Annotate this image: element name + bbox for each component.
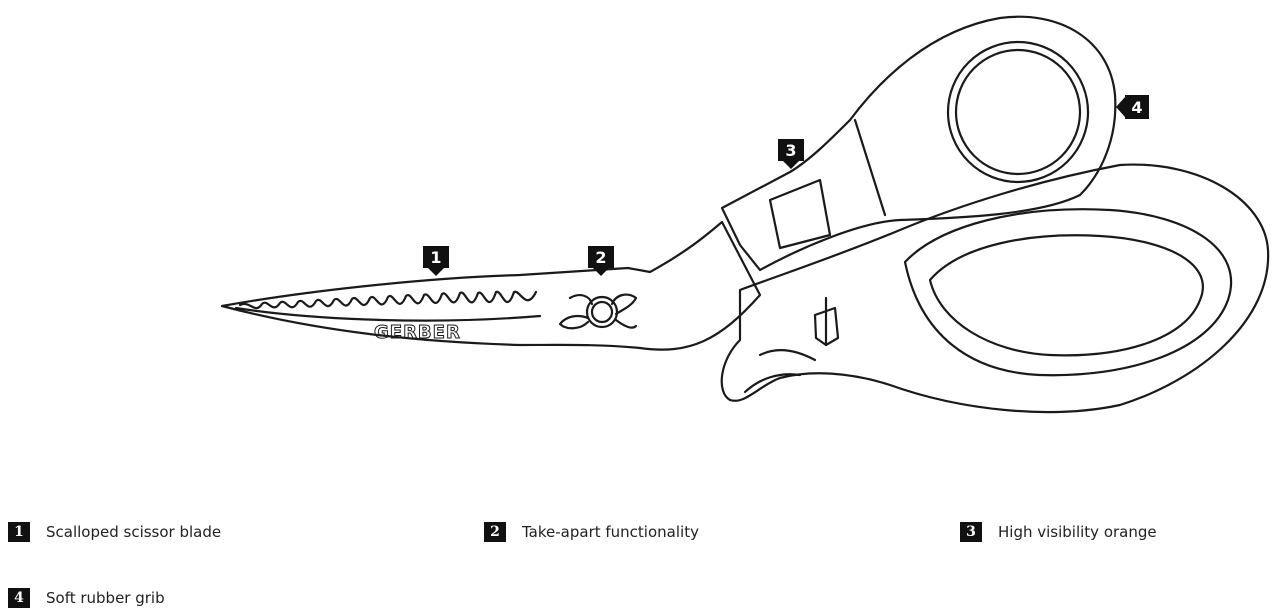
legend-number: 3 [960,522,982,542]
scissors-illustration: GERBER [220,15,1270,414]
callout-4-pointer [1116,97,1125,117]
callout-1-number: 1 [423,246,449,268]
callout-4-number: 4 [1125,95,1149,119]
legend-number: 4 [8,588,30,608]
legend-item-2: 2 Take-apart functionality [484,522,699,542]
legend-item-3: 3 High visibility orange [960,522,1157,542]
scalloped-edge [238,290,538,310]
callout-1: 1 [423,246,449,276]
legend-label: High visibility orange [998,523,1157,541]
legend-number: 2 [484,522,506,542]
finger-hole-upper [946,40,1090,184]
callout-2-number: 2 [588,246,614,268]
upper-handle [720,15,1117,272]
legend-label: Soft rubber grib [46,589,165,607]
callout-2-pointer [593,268,609,276]
callout-1-pointer [428,268,444,276]
callout-3-number: 3 [778,139,804,161]
legend-label: Take-apart functionality [522,523,699,541]
blade-outline [220,220,762,351]
legend-number: 1 [8,522,30,542]
callout-3-pointer [783,161,799,169]
legend-item-4: 4 Soft rubber grib [8,588,165,608]
callout-2: 2 [588,246,614,276]
legend-item-1: 1 Scalloped scissor blade [8,522,221,542]
callout-4: 4 [1116,95,1149,119]
callout-3: 3 [778,139,804,169]
pivot-screw [585,295,619,329]
lower-handle [720,163,1270,414]
blade-brand-text: GERBER [374,322,461,343]
legend-label: Scalloped scissor blade [46,523,222,541]
